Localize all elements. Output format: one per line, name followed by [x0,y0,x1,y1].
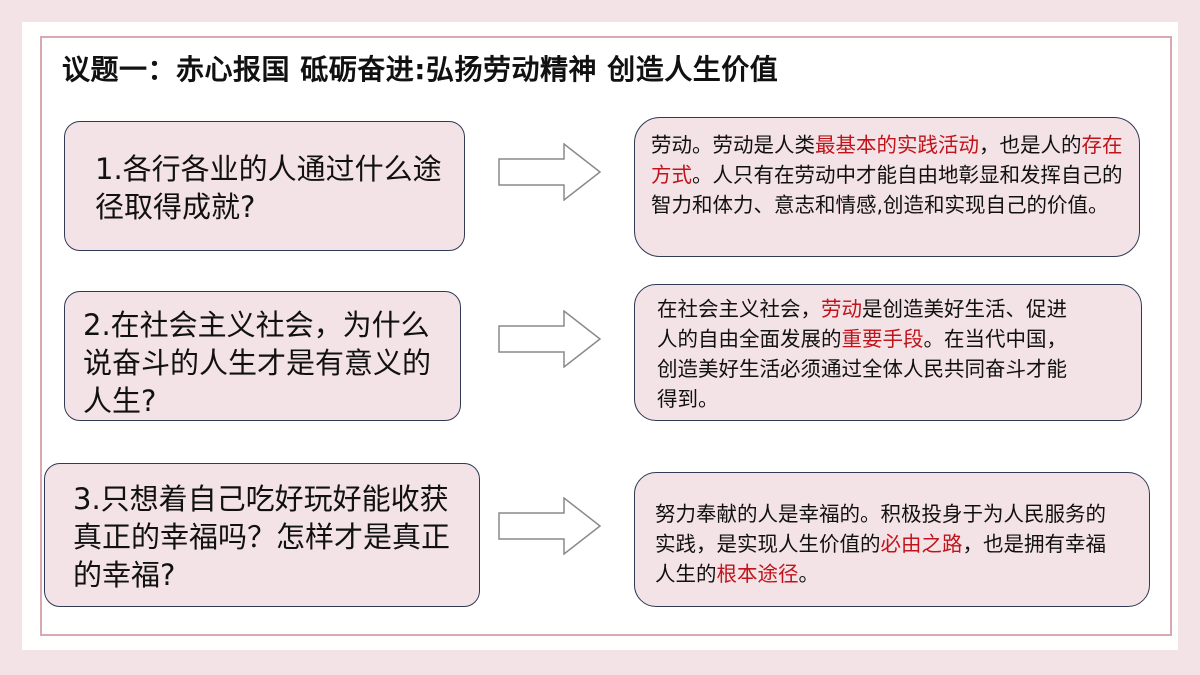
question-text-2: 2.在社会主义社会，为什么说奋斗的人生才是有意义的人生? [83,308,432,418]
answer-box-3: 努力奉献的人是幸福的。积极投身于为人民服务的实践，是实现人生价值的必由之路，也是… [634,472,1150,607]
answer-1-text-c: 。人只有在劳动中才能自由地彰显和发挥自己的智力和体力、意志和情感,创造和实现自己… [651,163,1123,217]
arrow-right-icon-3 [498,497,602,555]
arrow-right-icon-2 [498,310,602,368]
answer-1-highlight-a: 最基本的实践活动 [815,133,979,157]
answer-2-text-b: 是创造美好生活、促进人的自由全面发展的 [657,297,1067,351]
answer-3-highlight-a: 必由之路 [880,532,963,556]
answer-2-text-c: 。在当代中国，创造美好生活必须通过全体人民共同奋斗才能得到。 [657,327,1067,411]
answer-3-text-b: ，也是拥有幸福人生的 [655,532,1106,586]
question-box-1: 1.各行各业的人通过什么途径取得成就? [64,121,465,251]
answer-box-2: 在社会主义社会，劳动是创造美好生活、促进人的自由全面发展的重要手段。在当代中国，… [634,284,1142,421]
answer-1-highlight-b: 存在方式 [651,133,1123,187]
answer-1-text-b: ，也是人的 [979,133,1082,157]
answer-1-text-a: 劳动。劳动是人类 [651,133,815,157]
question-text-1: 1.各行各业的人通过什么途径取得成就? [95,152,442,224]
answer-2-highlight-b: 重要手段 [841,327,924,351]
answer-3-text-a: 努力奉献的人是幸福的。积极投身于为人民服务的实践，是实现人生价值的 [655,502,1106,556]
arrow-right-icon-1 [498,143,602,201]
slide-frame [40,36,1172,636]
page-title: 议题一：赤心报国 砥砺奋进:弘扬劳动精神 创造人生价值 [62,53,779,86]
answer-2-text-a: 在社会主义社会， [657,297,821,321]
answer-2-highlight-a: 劳动 [821,297,862,321]
question-text-3: 3.只想着自己吃好玩好能收获真正的幸福吗？怎样才是真正的幸福? [73,482,451,592]
answer-3-highlight-b: 根本途径 [716,562,799,586]
question-box-2: 2.在社会主义社会，为什么说奋斗的人生才是有意义的人生? [64,291,461,421]
question-box-3: 3.只想着自己吃好玩好能收获真正的幸福吗？怎样才是真正的幸福? [44,463,480,607]
answer-3-text-c: 。 [798,562,820,586]
answer-box-1: 劳动。劳动是人类最基本的实践活动，也是人的存在方式。人只有在劳动中才能自由地彰显… [634,117,1140,257]
